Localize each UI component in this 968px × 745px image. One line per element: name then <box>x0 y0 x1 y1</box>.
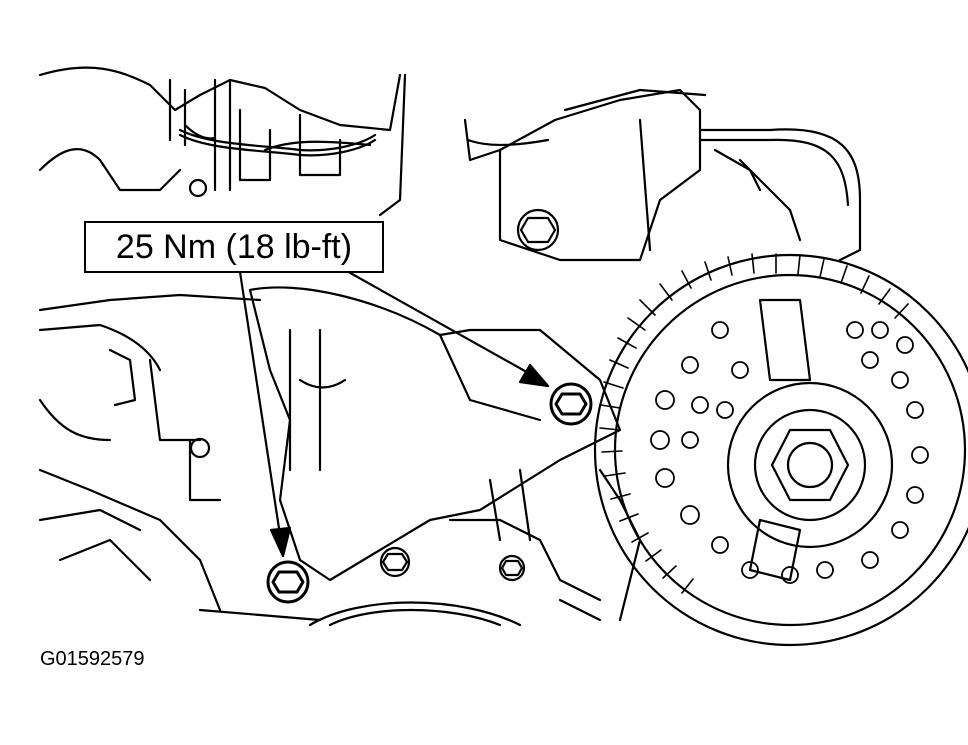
torque-callout: 25 Nm (18 lb-ft) <box>84 221 384 273</box>
bolt-icon <box>266 560 310 604</box>
pulley-icon <box>593 253 968 647</box>
figure-code: G01592579 <box>40 648 145 670</box>
bolt-icon <box>549 382 593 426</box>
bolt-icon <box>379 546 411 578</box>
arrow-icon <box>238 270 292 558</box>
bolt-icon <box>516 208 560 252</box>
engine-background-lines <box>38 66 862 627</box>
bolt-icon <box>188 178 208 198</box>
bolt-icon <box>498 554 526 582</box>
arrow-icon <box>343 268 550 388</box>
bolt-icon <box>189 437 211 459</box>
